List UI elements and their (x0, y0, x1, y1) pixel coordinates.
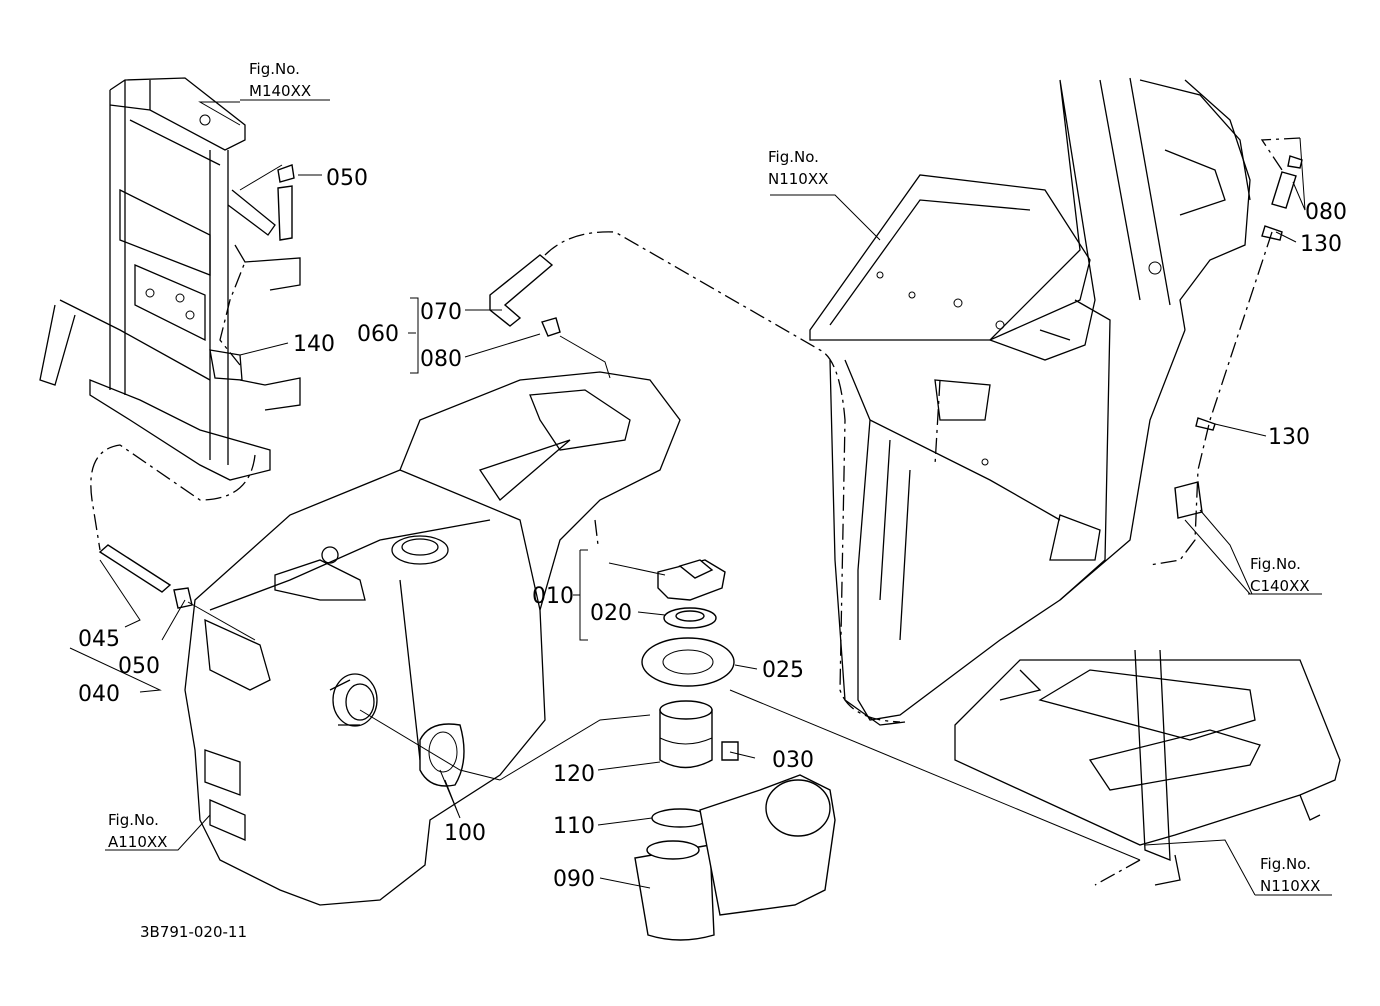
floor-plate (954, 649, 1341, 886)
fig-code: N110XX (768, 170, 828, 188)
part-label-030: 030 (772, 748, 814, 773)
part-label-060: 060 (357, 322, 399, 347)
part-label-140: 140 (293, 332, 335, 357)
fig-code: A110XX (108, 833, 167, 851)
fig-code: N110XX (1260, 877, 1320, 895)
fig-prefix: Fig.No. (249, 60, 300, 78)
part-label-025: 025 (762, 658, 804, 683)
fig-reference-m140: Fig.No. M140XX (249, 60, 311, 100)
part-label-070: 070 (420, 300, 462, 325)
fig-prefix: Fig.No. (1260, 855, 1311, 873)
part-label-130-top: 130 (1300, 232, 1342, 257)
fig-prefix: Fig.No. (1250, 555, 1301, 573)
leader-lines (69, 99, 1332, 896)
filler-cap-assembly (419, 559, 836, 941)
fig-code: M140XX (249, 82, 311, 100)
breather-hoses (98, 155, 1303, 609)
mounting-bracket (39, 77, 301, 481)
part-label-110: 110 (553, 814, 595, 839)
fig-reference-n110-top: Fig.No. N110XX (768, 148, 828, 188)
fig-code: C140XX (1250, 577, 1310, 595)
figure-code: 3B791-020-11 (140, 923, 247, 941)
part-label-120: 120 (553, 762, 595, 787)
fuel-tank (184, 371, 681, 906)
part-label-040: 040 (78, 682, 120, 707)
part-label-045: 045 (78, 627, 120, 652)
fig-reference-a110: Fig.No. A110XX (108, 811, 167, 851)
part-label-080-cab: 080 (1305, 200, 1347, 225)
fig-prefix: Fig.No. (108, 811, 159, 829)
hose-routing-lines (90, 137, 1301, 886)
part-label-010: 010 (532, 584, 574, 609)
part-label-090: 090 (553, 867, 595, 892)
part-label-130-mid: 130 (1268, 425, 1310, 450)
part-label-050: 050 (326, 166, 368, 191)
part-label-080: 080 (420, 347, 462, 372)
fig-prefix: Fig.No. (768, 148, 819, 166)
fig-reference-n110-bottom: Fig.No. N110XX (1260, 855, 1320, 895)
part-label-100: 100 (444, 821, 486, 846)
part-label-020: 020 (590, 601, 632, 626)
part-label-050-lower: 050 (118, 654, 160, 679)
cab-frame (809, 77, 1251, 726)
fig-reference-c140: Fig.No. C140XX (1250, 555, 1310, 595)
